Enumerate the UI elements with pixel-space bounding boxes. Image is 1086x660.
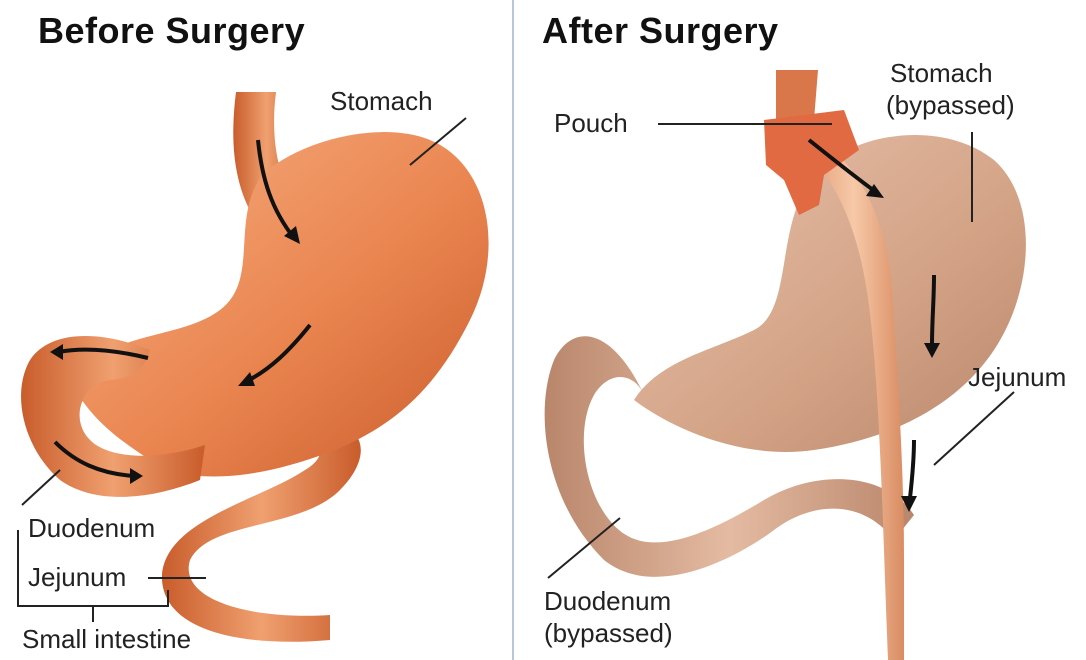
duodenum-bypassed-label-line1: Duodenum xyxy=(544,586,671,616)
stomach-bypassed-label-line1: Stomach xyxy=(890,58,993,88)
jejunum-label: Jejunum xyxy=(968,362,1066,392)
duodenum-label: Duodenum xyxy=(28,513,155,543)
before-surgery-illustration xyxy=(0,0,512,660)
stomach-label: Stomach xyxy=(330,86,433,116)
jejunum-label: Jejunum xyxy=(28,562,126,592)
duodenum-bypassed-label-line2: (bypassed) xyxy=(544,618,673,648)
bypassed-stomach xyxy=(634,135,1026,452)
stomach-bypassed-label-line2: (bypassed) xyxy=(886,90,1015,120)
after-title: After Surgery xyxy=(542,10,779,52)
pouch-label: Pouch xyxy=(554,108,628,138)
before-surgery-panel: Before Surgery Stomach Duodenum Jejunum … xyxy=(0,0,512,660)
stomach xyxy=(70,132,489,476)
small-intestine-label: Small intestine xyxy=(22,624,191,654)
before-title: Before Surgery xyxy=(38,10,305,52)
after-surgery-panel: After Surgery Pouch Stomach (bypassed) J… xyxy=(514,0,1086,660)
esophagus xyxy=(776,70,818,120)
